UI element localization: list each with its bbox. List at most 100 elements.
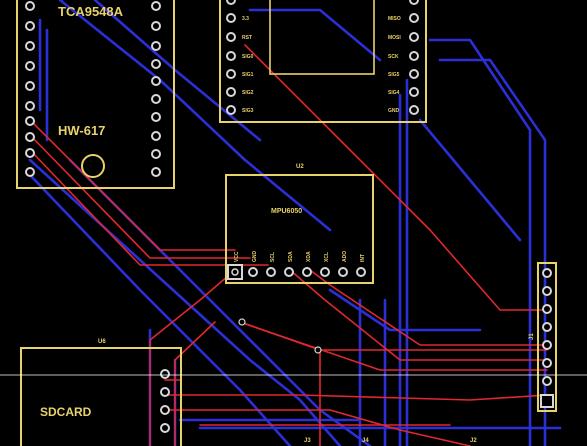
pad: [226, 32, 236, 42]
imu-ref: U2: [296, 164, 304, 170]
pad: [25, 116, 35, 126]
pad: [542, 322, 552, 332]
pad: [409, 13, 419, 23]
pad: [25, 148, 35, 158]
esp-pins-left: [226, 0, 236, 115]
sd-ref: U6: [98, 339, 106, 345]
esp-pin-label: 3.3: [242, 16, 249, 22]
imu-pin-label: VCC: [234, 251, 240, 262]
mux-outline: [16, 0, 175, 189]
pad: [25, 41, 35, 51]
mux-name: TCA9548A: [58, 4, 124, 19]
imu-pin-label: SCL: [270, 252, 276, 262]
ref-designator: J4: [362, 438, 369, 444]
pad: [409, 51, 419, 61]
mux-pins-right: [151, 1, 161, 177]
esp-pin-label: SIG2: [242, 90, 254, 96]
sdcard-module: U6 SDCARD: [20, 339, 182, 446]
imu-pin-label: ADO: [342, 251, 348, 262]
esp-pin-label: RST: [242, 35, 252, 41]
pad: [151, 21, 161, 31]
ref-designator: J3: [304, 438, 311, 444]
pad: [25, 132, 35, 142]
sd-name: SDCARD: [40, 405, 92, 419]
red-trace: [289, 269, 548, 361]
pad: [226, 69, 236, 79]
imu-pin-label: XCL: [324, 252, 330, 262]
pad: [25, 167, 35, 177]
pad: [25, 1, 35, 11]
red-trace: [244, 44, 548, 311]
imu-pin-label: SDA: [288, 251, 294, 262]
esp-pin-label: SIG4: [388, 90, 400, 96]
pad: [409, 0, 419, 5]
pad: [226, 87, 236, 97]
blue-trace: [328, 288, 482, 332]
imu-pads: [227, 264, 366, 280]
pad: [409, 87, 419, 97]
pad: [25, 61, 35, 71]
pad: [151, 1, 161, 11]
via: [238, 318, 246, 326]
red-trace: [309, 269, 548, 346]
esp-module: 3.3 RST SIG0 SIG1 SIG2 SIG3 MISO MOSI SC…: [219, 0, 427, 123]
pad: [25, 21, 35, 31]
pad: [160, 369, 170, 379]
pad: [409, 105, 419, 115]
pad: [542, 376, 552, 386]
pad: [25, 81, 35, 91]
via: [314, 346, 322, 354]
pad: [409, 32, 419, 42]
pad-square: [540, 394, 554, 408]
pad: [151, 112, 161, 122]
pad: [542, 340, 552, 350]
pad: [160, 405, 170, 415]
esp-pin-label: SIG5: [388, 72, 400, 78]
pad: [320, 267, 330, 277]
pad: [151, 59, 161, 69]
red-trace: [29, 134, 251, 259]
red-trace: [29, 119, 236, 251]
esp-pin-label: GND: [388, 108, 400, 114]
esp-pin-label: SIG0: [242, 54, 254, 60]
mux-pins-left: [25, 1, 35, 177]
pad: [231, 268, 239, 276]
pad: [151, 131, 161, 141]
pad: [266, 267, 276, 277]
esp-pin-label: MOSI: [388, 35, 401, 41]
pad: [542, 358, 552, 368]
esp-pin-label: MISO: [388, 16, 401, 22]
mux-mount-hole: [81, 154, 105, 178]
pad: [226, 0, 236, 5]
pad: [542, 304, 552, 314]
pad: [226, 105, 236, 115]
esp-pin-label: SIG1: [242, 72, 254, 78]
header-ref: J1: [529, 333, 535, 340]
blue-trace: [428, 38, 532, 446]
ref-designator: J2: [470, 438, 477, 444]
esp-pin-label: SCK: [388, 54, 399, 60]
imu-pin-label: GND: [252, 251, 258, 263]
blue-trace: [248, 8, 382, 62]
pad: [151, 94, 161, 104]
blue-trace: [28, 173, 292, 446]
pad: [151, 167, 161, 177]
pad: [248, 267, 258, 277]
imu-pin-label: XDA: [306, 251, 312, 262]
blue-trace: [58, 0, 332, 232]
pad: [160, 387, 170, 397]
pad: [542, 268, 552, 278]
pad: [25, 101, 35, 111]
pad: [302, 267, 312, 277]
pad: [151, 149, 161, 159]
imu-module: U2 MPU6050 VCC GND SCL SDA XDA XCL ADO I…: [225, 164, 374, 284]
red-trace: [149, 269, 236, 446]
red-trace: [239, 321, 548, 371]
pad: [160, 423, 170, 433]
pad: [226, 51, 236, 61]
esp-outline: [219, 0, 427, 123]
pad: [542, 286, 552, 296]
pad: [356, 267, 366, 277]
